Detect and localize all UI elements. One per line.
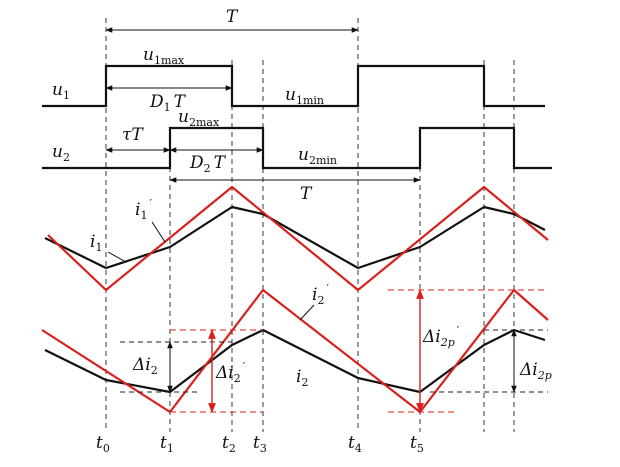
i1-prime-leader (151, 221, 166, 243)
u1min-label: u1min (285, 85, 324, 107)
i2-waveform (44, 328, 546, 394)
u1max-label: u1max (143, 45, 185, 67)
tau-t-label: τT (122, 125, 144, 145)
di2-label: Δi2 (132, 355, 158, 377)
i1-label: i1 (90, 232, 102, 254)
i1-waveform (44, 205, 546, 270)
i1-leader (107, 251, 127, 263)
period-label-top: T (226, 7, 239, 27)
di2p-label: Δi2′ (215, 360, 246, 385)
u2min-label: u2min (298, 145, 337, 167)
di2pp-label: Δi2p′ (422, 324, 460, 349)
i1-prime-label: i1′ (135, 197, 152, 222)
period-label-mid: T (300, 184, 313, 204)
i2-label: i2 (296, 367, 308, 389)
i2-prime-label: i2′ (312, 282, 329, 307)
u1-label: u1 (52, 80, 70, 102)
i1-prime-waveform (47, 185, 549, 292)
tick-t0: t0 (96, 433, 110, 455)
tick-t1: t1 (160, 433, 174, 455)
tick-t3: t3 (253, 433, 267, 455)
tick-t4: t4 (348, 433, 362, 455)
i2-prime-leader (299, 304, 315, 321)
di2p-right-label: Δi2p (519, 360, 552, 382)
tick-t5: t5 (410, 433, 424, 455)
u2-waveform (42, 126, 552, 170)
u2-label: u2 (52, 142, 70, 164)
u2max-label: u2max (178, 107, 220, 129)
tick-t2: t2 (222, 433, 236, 455)
i2-prime-waveform (41, 288, 549, 414)
